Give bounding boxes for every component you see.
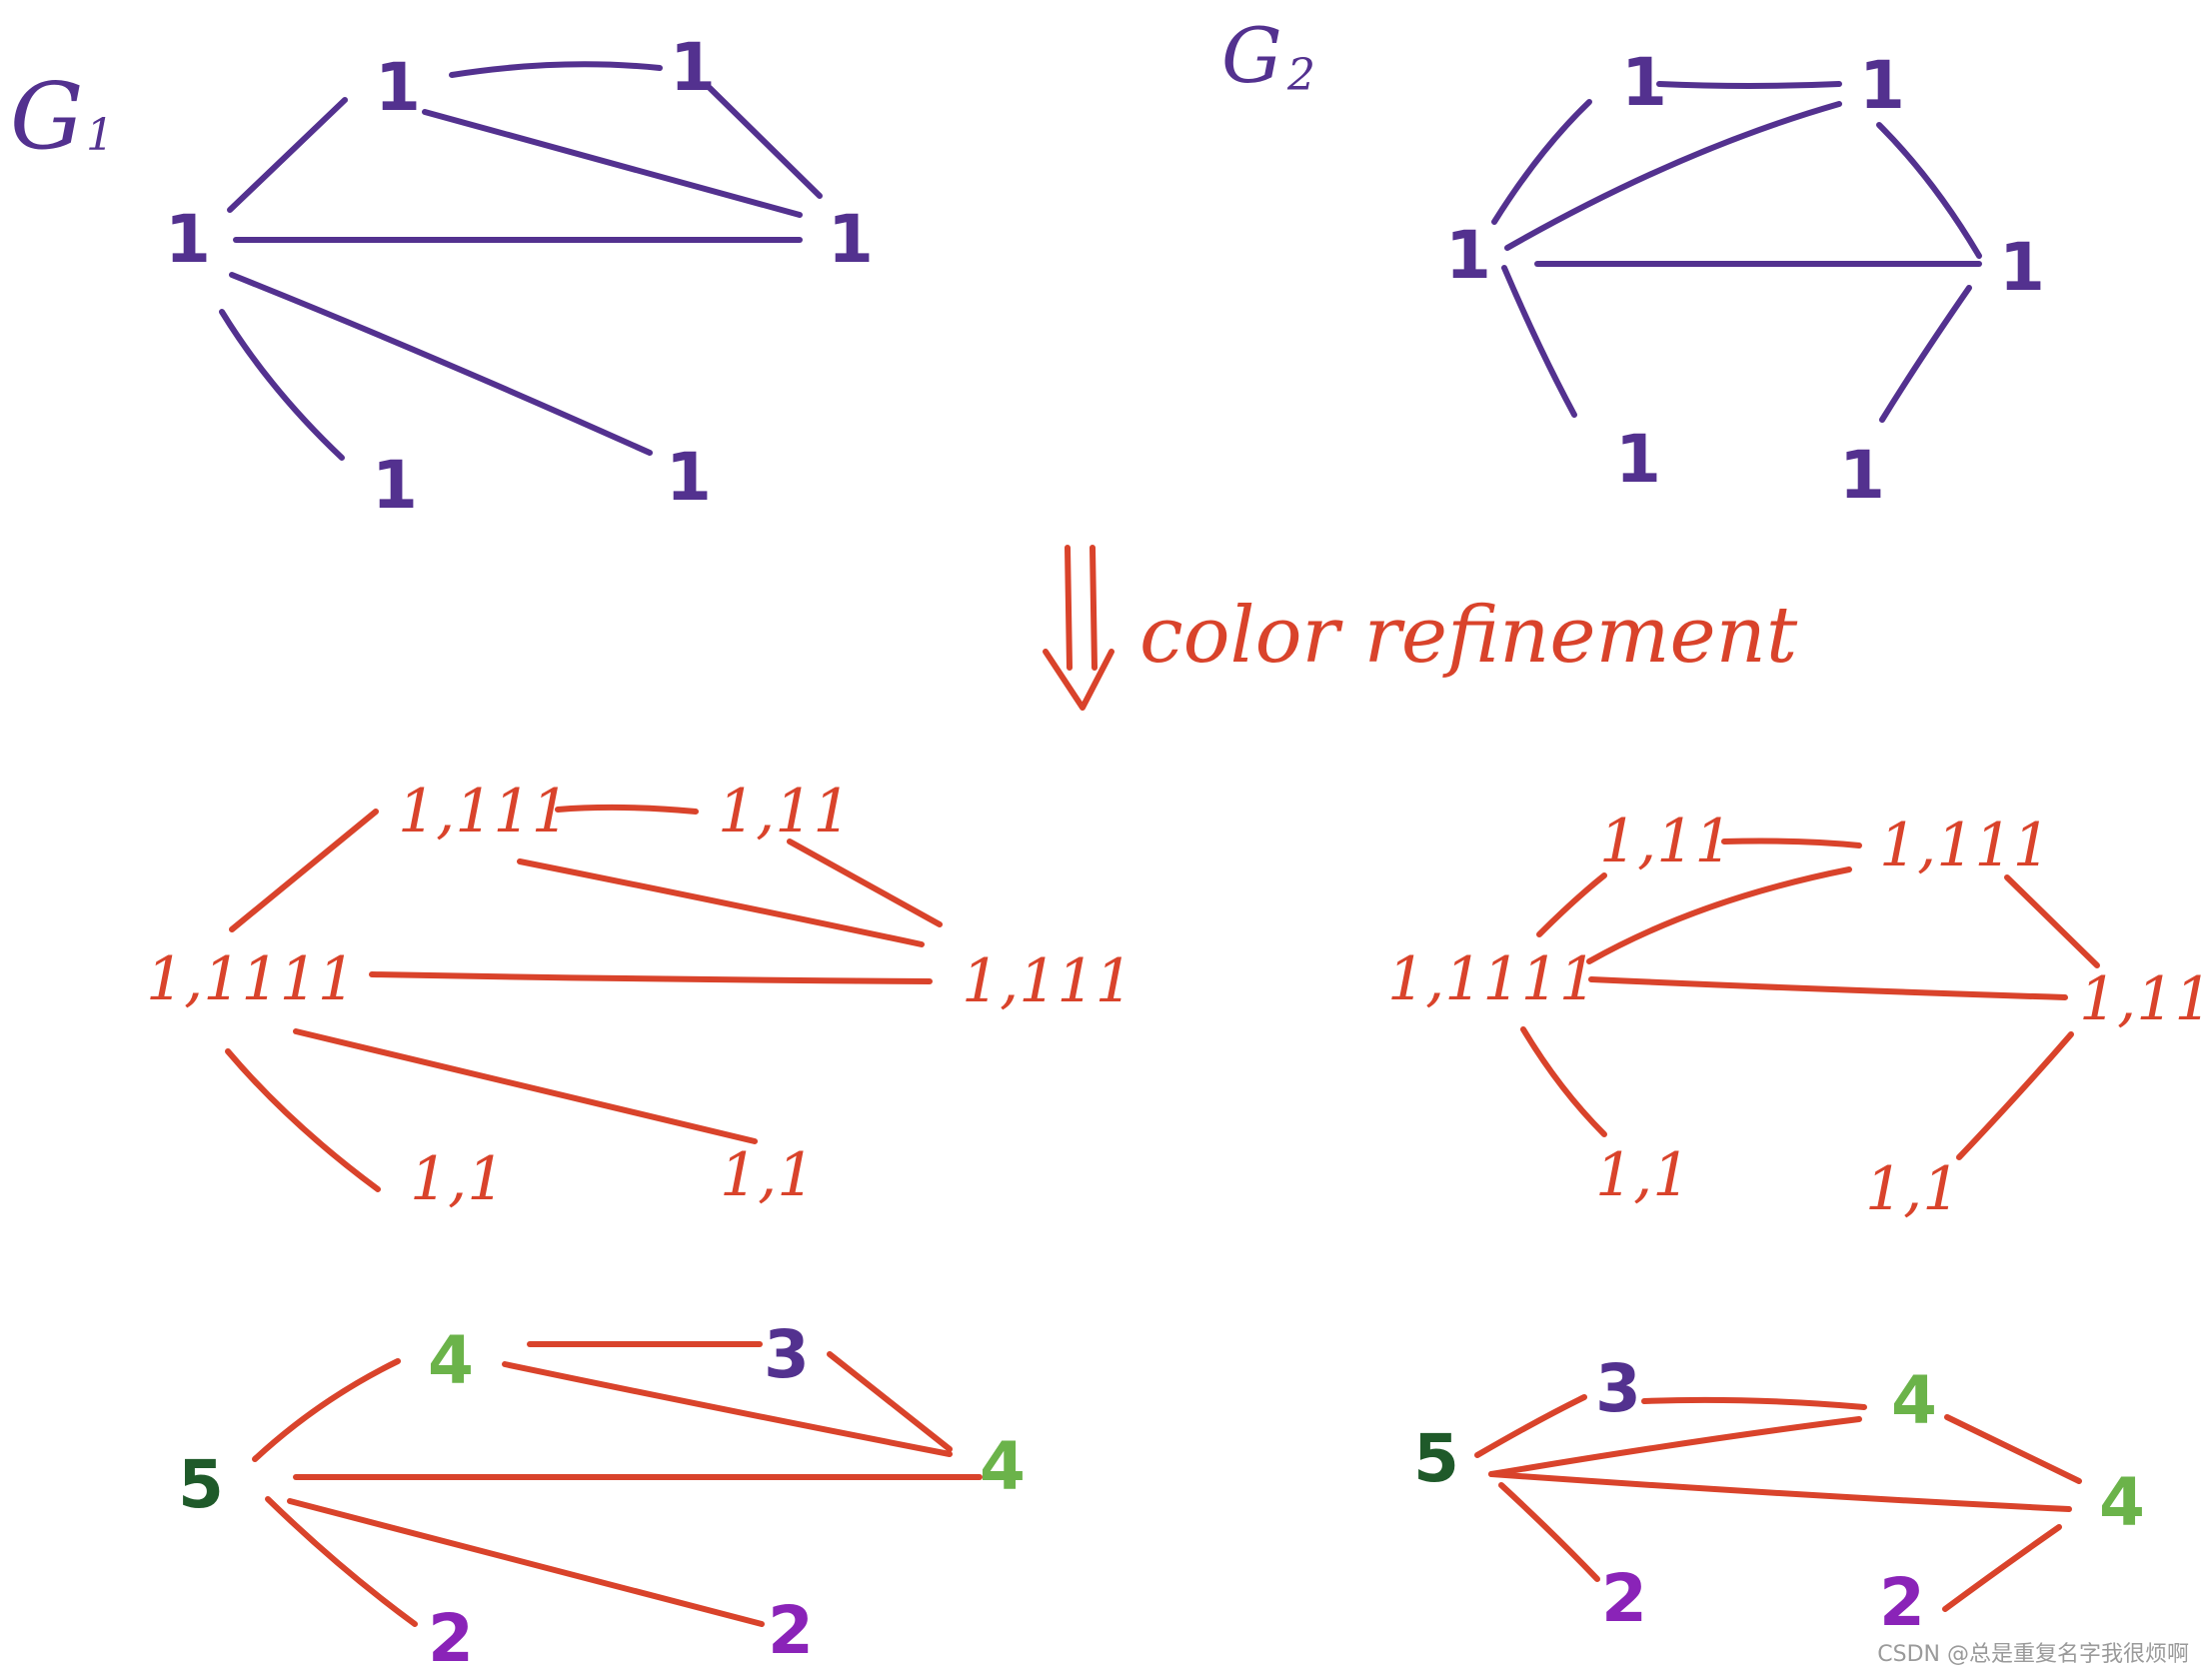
g1-node-top-left: 1 bbox=[375, 49, 421, 126]
g1-refined-nodes: 1,111 1,11 1,1111 1,111 1,1 1,1 bbox=[146, 777, 1133, 1214]
g1-node-top-right: 1 bbox=[670, 29, 716, 106]
g1-title-subscript: 1 bbox=[86, 110, 114, 161]
g1f-node-top-right: 3 bbox=[764, 1316, 810, 1393]
g1f-node-bottom-right: 2 bbox=[768, 1592, 814, 1669]
g2r-node-bottom-right: 1,1 bbox=[1865, 1154, 1960, 1224]
g2r-node-left: 1,1111 bbox=[1387, 944, 1597, 1014]
g2-node-left: 1 bbox=[1445, 217, 1491, 294]
g1f-edge-left-bottomleft bbox=[265, 1496, 418, 1627]
g1-edge-left-bottomleft bbox=[219, 309, 345, 461]
g2f-node-top-left: 3 bbox=[1595, 1350, 1641, 1427]
g2-original-nodes: 1,11 1 1 1 1 1 1 bbox=[1445, 44, 2045, 514]
g1r-edge-left-bottomright bbox=[293, 1028, 758, 1144]
g2r-edge-top bbox=[1721, 838, 1862, 848]
g1-title: G 1 bbox=[10, 63, 114, 170]
g2f-node-left: 5 bbox=[1413, 1420, 1459, 1497]
g2-edge-right-bottomright bbox=[1879, 285, 1972, 423]
g2-node-bottom-left: 1 bbox=[1615, 421, 1661, 498]
g1f-edge-topleft-right bbox=[502, 1361, 953, 1457]
g2r-node-right: 1,111 bbox=[2079, 964, 2205, 1034]
g1r-edge-left-bottomleft bbox=[225, 1048, 381, 1192]
g1f-node-top-left: 4 bbox=[428, 1322, 474, 1399]
g1r-edge-topleft-right bbox=[517, 858, 925, 947]
g2-edge-top bbox=[1656, 81, 1842, 89]
g2f-edge-topright-right bbox=[1944, 1414, 2082, 1484]
g1-node-right: 1 bbox=[828, 201, 874, 278]
g1f-edge-topright-right bbox=[827, 1351, 953, 1452]
g1r-node-top-left: 1,111 bbox=[398, 777, 570, 846]
g2f-edge-top bbox=[1641, 1396, 1867, 1410]
g2r-edge-left-right bbox=[1588, 976, 2068, 1000]
g2f-node-bottom-right: 2 bbox=[1879, 1564, 1925, 1641]
g2f-node-right: 4 bbox=[2099, 1464, 2145, 1541]
g2-node-right: 1 bbox=[1999, 229, 2045, 306]
g2-node-bottom-right: 1 bbox=[1839, 437, 1885, 514]
g2f-edge-right-bottomright bbox=[1942, 1524, 2062, 1612]
arrow-shaft-left bbox=[1065, 545, 1073, 671]
arrow-label: color refinement bbox=[1139, 591, 1798, 681]
g2r-edge-left-topleft bbox=[1536, 872, 1607, 937]
g1f-edge-left-bottomright bbox=[287, 1498, 765, 1627]
g1r-node-top-right: 1,11 bbox=[718, 777, 852, 846]
g1-node-bottom-left: 1 bbox=[372, 447, 418, 524]
g2r-edge-right-bottomright bbox=[1956, 1031, 2074, 1160]
g2-refined-nodes: 1,11 1,111 1,1111 1,111 1,1 1,1 bbox=[1387, 807, 2205, 1224]
g1-title-letter: G bbox=[10, 63, 84, 170]
g1-original-edges bbox=[219, 61, 823, 461]
g1-edge-left-topleft bbox=[227, 97, 348, 213]
g2r-node-top-left: 1,11 bbox=[1599, 807, 1733, 876]
arrow-shaft-right bbox=[1090, 545, 1098, 671]
watermark: CSDN @总是重复名字我很烦啊 bbox=[1877, 1642, 2189, 1667]
g2-title-subscript: 2 bbox=[1286, 50, 1315, 101]
g2r-node-top-right: 1,111 bbox=[1879, 811, 2051, 880]
g1f-node-bottom-left: 2 bbox=[428, 1600, 474, 1677]
g2f-edge-left-right bbox=[1488, 1471, 2072, 1512]
g2-edge-left-topright bbox=[1504, 101, 1842, 251]
g2r-edge-topright-right bbox=[2004, 874, 2100, 968]
g1r-edge-left-topleft bbox=[229, 809, 379, 932]
refinement-arrow bbox=[1043, 545, 1114, 711]
g1f-edge-left-topleft bbox=[252, 1358, 401, 1462]
g2r-edge-left-topright bbox=[1586, 866, 1852, 964]
g1-refined-edges bbox=[225, 804, 943, 1192]
g1-final-nodes: 4 3 5 4 2 2 bbox=[178, 1316, 1026, 1677]
g2-final-nodes: 3 4 5 4 2 2 bbox=[1413, 1350, 2145, 1641]
g2-node-top-right: 1 bbox=[1859, 47, 1905, 124]
arrow-head bbox=[1043, 649, 1114, 711]
g1r-node-left: 1,1111 bbox=[146, 944, 356, 1014]
g2-title-letter: G bbox=[1221, 11, 1282, 100]
g1-original-nodes: 1 1 1 1 1 1 bbox=[165, 29, 874, 524]
g2f-edge-left-bottomleft bbox=[1498, 1482, 1600, 1582]
g2-refined-edges bbox=[1520, 838, 2100, 1160]
g2-original-edges bbox=[1491, 81, 1982, 423]
g1-edge-left-bottomright bbox=[229, 272, 653, 456]
g2-final-edges bbox=[1474, 1394, 2082, 1612]
g1-edge-top bbox=[449, 61, 663, 78]
g2f-node-top-right: 4 bbox=[1891, 1362, 1937, 1439]
g2f-edge-left-topright bbox=[1488, 1416, 1862, 1477]
g1r-node-right: 1,111 bbox=[962, 946, 1133, 1016]
g1r-edge-left-right bbox=[369, 971, 933, 984]
g2-edge-left-bottomleft bbox=[1501, 265, 1577, 418]
g1f-node-right: 4 bbox=[980, 1428, 1026, 1505]
g1-edge-topleft-right bbox=[422, 109, 803, 218]
g2-edge-topright-right bbox=[1876, 122, 1982, 259]
g2f-node-bottom-left: 2 bbox=[1601, 1560, 1647, 1637]
g1-node-left: 1 bbox=[165, 201, 211, 278]
g2-title: G 2 bbox=[1221, 11, 1315, 101]
g2-edge-left-topleft bbox=[1491, 99, 1592, 225]
g1r-node-bottom-right: 1,1 bbox=[720, 1140, 815, 1210]
g2r-edge-left-bottomleft bbox=[1520, 1026, 1607, 1137]
g1-edge-topright-right bbox=[707, 85, 823, 199]
g1-final-edges bbox=[252, 1341, 983, 1627]
g2f-edge-left-topleft bbox=[1474, 1394, 1587, 1458]
g1-node-bottom-right: 1 bbox=[666, 439, 712, 516]
g1r-edge-top bbox=[555, 804, 699, 815]
g1r-node-bottom-left: 1,1 bbox=[410, 1144, 505, 1214]
g2-node-top-left: 1 bbox=[1621, 44, 1667, 121]
g1r-edge-topright-right bbox=[787, 839, 943, 927]
g2r-node-bottom-left: 1,1 bbox=[1595, 1140, 1690, 1210]
g1f-node-left: 5 bbox=[178, 1446, 224, 1523]
